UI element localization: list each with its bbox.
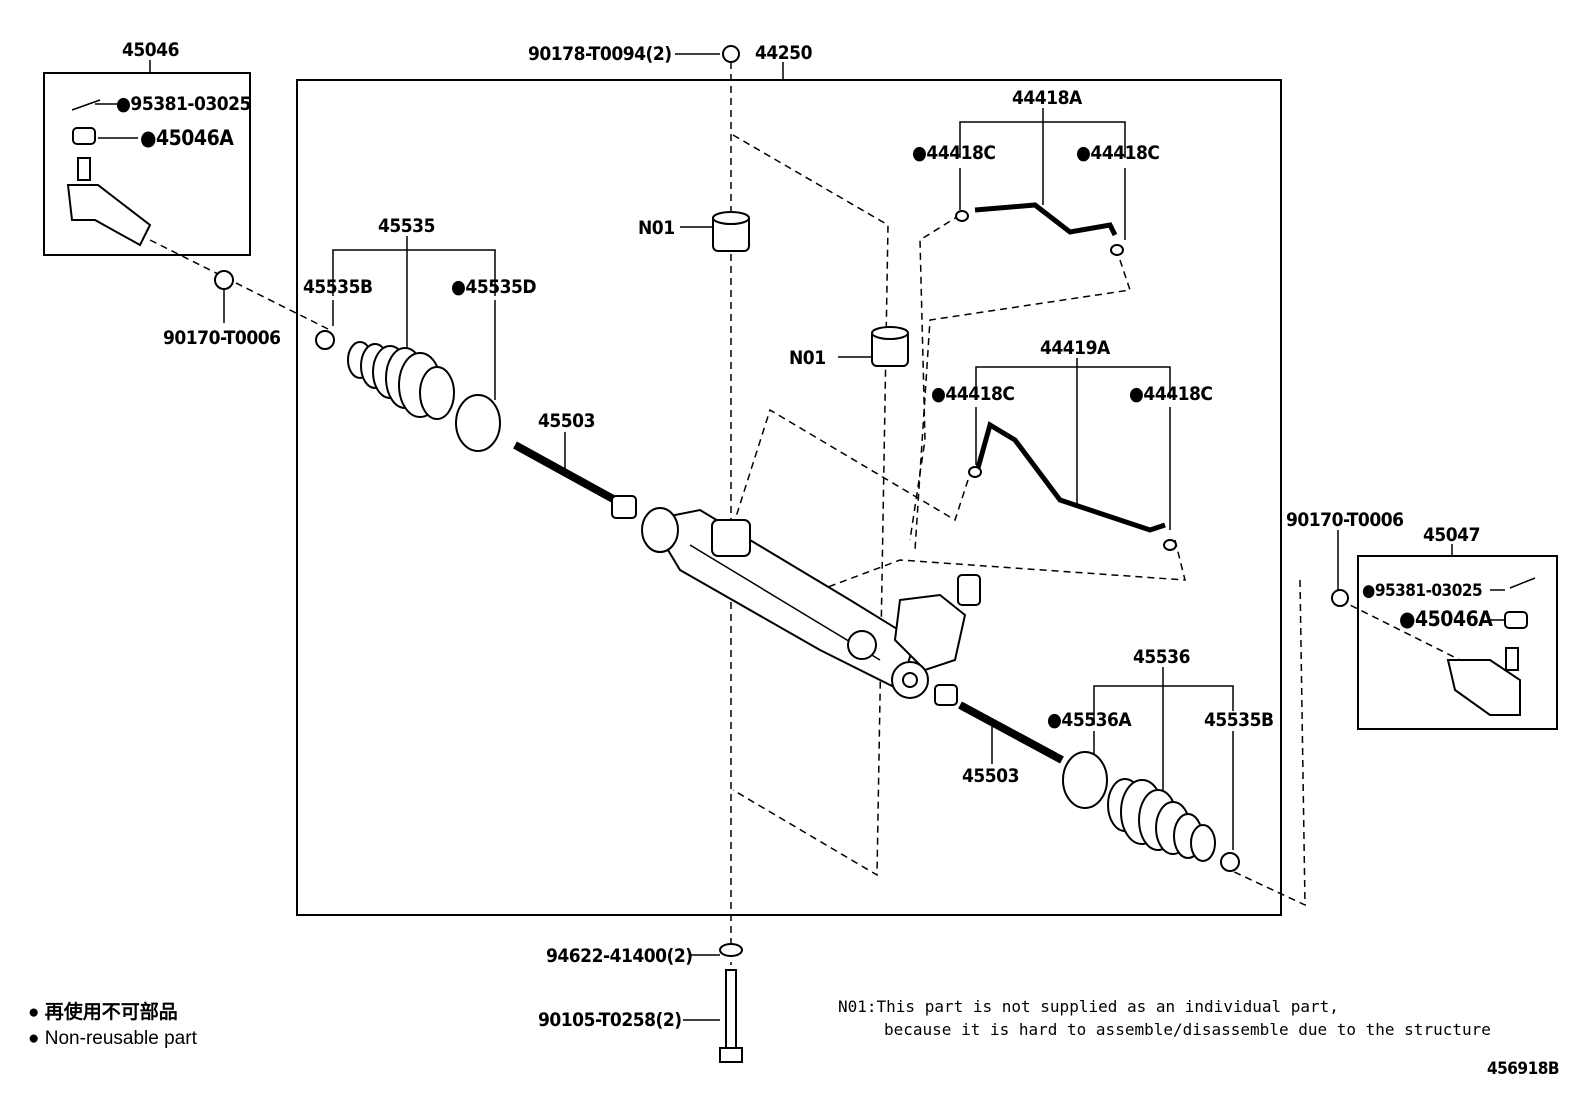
label-n01-top[interactable]: N01 (638, 217, 675, 239)
label-95381-03025-rh[interactable]: ●95381-03025 (1362, 581, 1483, 601)
gear-assembly-box (296, 79, 1282, 916)
label-44418c-b2[interactable]: ●44418C (1129, 383, 1213, 405)
tie-rod-end-lh-box (43, 72, 251, 256)
note-line-2: because it is hard to assemble/disassemb… (884, 1020, 1491, 1039)
dashed-leaders (149, 62, 1461, 965)
label-94622-41400[interactable]: 94622-41400(2) (546, 945, 693, 967)
label-45503-lh[interactable]: 45503 (538, 410, 595, 432)
label-45046[interactable]: 45046 (122, 39, 179, 61)
label-90178-t0094[interactable]: 90178-T0094(2) (528, 43, 672, 65)
part-labels: 45046 ●95381-03025 ●45046A 90170-T0006 9… (116, 39, 1494, 1031)
leader-lines (95, 53, 1505, 1021)
label-45536[interactable]: 45536 (1133, 646, 1190, 668)
label-44418c-b1[interactable]: ●44418C (931, 383, 1015, 405)
label-45046a-rh[interactable]: ●45046A (1399, 607, 1494, 631)
label-45046a-lh[interactable]: ●45046A (140, 126, 235, 150)
label-44418a[interactable]: 44418A (1012, 87, 1083, 109)
label-90170-t0006-rh[interactable]: 90170-T0006 (1286, 509, 1404, 531)
label-44419a[interactable]: 44419A (1040, 337, 1111, 359)
legend: ● 再使用不可部品 ● Non-reusable part (28, 1000, 198, 1049)
label-44250[interactable]: 44250 (755, 42, 813, 64)
label-90170-t0006-lh[interactable]: 90170-T0006 (163, 327, 281, 349)
part-shapes (66, 45, 1536, 1063)
legend-en: ● Non-reusable part (28, 1028, 198, 1049)
label-45535b-rh[interactable]: 45535B (1204, 709, 1274, 731)
label-90105-t0258[interactable]: 90105-T0258(2) (538, 1009, 682, 1031)
label-45536a[interactable]: ●45536A (1047, 709, 1133, 731)
legend-ja: ● 再使用不可部品 (28, 1000, 178, 1023)
n01-note: N01:This part is not supplied as an indi… (838, 997, 1491, 1039)
label-45535[interactable]: 45535 (378, 215, 435, 237)
label-n01-mid[interactable]: N01 (789, 347, 826, 369)
label-95381-03025-lh[interactable]: ●95381-03025 (116, 93, 251, 115)
note-line-1: N01:This part is not supplied as an indi… (838, 997, 1339, 1016)
label-45503-rh[interactable]: 45503 (962, 765, 1019, 787)
label-44418c-a1[interactable]: ●44418C (912, 142, 996, 164)
label-45535d[interactable]: ●45535D (451, 276, 537, 298)
diagram-id: 456918B (1487, 1059, 1559, 1079)
label-45535b-lh[interactable]: 45535B (303, 276, 373, 298)
tie-rod-end-rh-box (1357, 555, 1558, 730)
label-44418c-a2[interactable]: ●44418C (1076, 142, 1160, 164)
label-45047[interactable]: 45047 (1423, 524, 1480, 546)
